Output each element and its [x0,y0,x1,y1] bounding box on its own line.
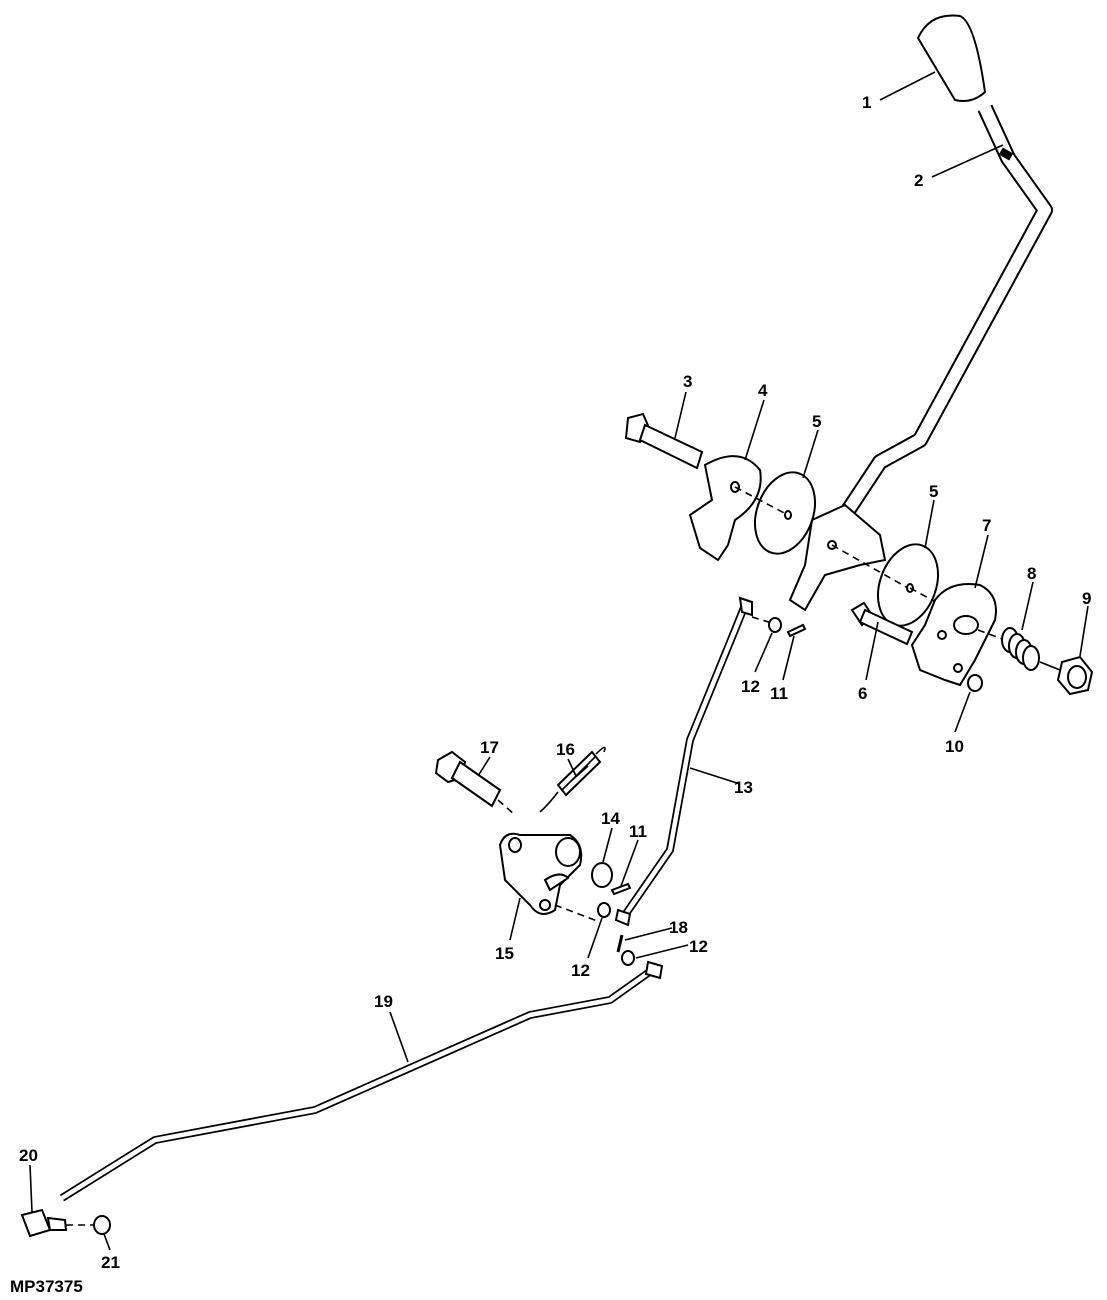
leader-lines [29,71,1089,1251]
callout-12: 12 [689,937,708,956]
callout-18: 18 [669,918,688,937]
pin-part-11 [786,623,807,638]
callout-9: 9 [1082,589,1091,608]
callout-21: 21 [101,1253,120,1272]
callout-2: 2 [914,171,923,190]
callout-7: 7 [982,516,991,535]
callout-20: 20 [19,1146,38,1165]
washer-part-12 [597,902,611,918]
spring-part-16 [539,746,606,813]
pin-part-11 [610,882,632,896]
callout-12: 12 [571,961,590,980]
callout-13: 13 [734,778,753,797]
bolt-part-3 [624,412,704,470]
bushing-part-14 [591,862,613,888]
callout-16: 16 [556,740,575,759]
figure-id: MP37375 [10,1277,83,1296]
pin-part-18 [616,934,624,953]
bolt-part-17 [434,750,502,808]
callout-6: 6 [858,684,867,703]
callout-10: 10 [945,737,964,756]
rod-part-13 [614,596,753,927]
spring-part-8 [1001,627,1040,671]
bracket-part-4 [688,455,762,562]
callout-14: 14 [601,809,620,828]
callout-5: 5 [812,412,821,431]
lever-part-2 [788,104,1053,612]
callout-15: 15 [495,944,514,963]
callout-5: 5 [929,482,938,501]
washer-part-12 [621,950,635,966]
fitting-part-20 [20,1208,95,1238]
rod-part-19 [59,960,664,1202]
callout-19: 19 [374,992,393,1011]
callout-11: 11 [770,684,788,703]
callout-12: 12 [741,677,760,696]
knob-part-1 [916,14,987,102]
callout-3: 3 [683,372,692,391]
callout-8: 8 [1027,564,1036,583]
callout-4: 4 [758,381,768,400]
plate-part-7 [910,583,997,687]
nut-part-10 [967,674,983,692]
callout-11: 11 [629,822,647,841]
washer-part-12 [768,617,782,633]
callout-17: 17 [480,738,499,757]
callout-1: 1 [862,93,871,112]
nut-part-21 [93,1215,111,1235]
bracket-part-15 [498,832,583,915]
bolt-part-6 [850,601,914,646]
